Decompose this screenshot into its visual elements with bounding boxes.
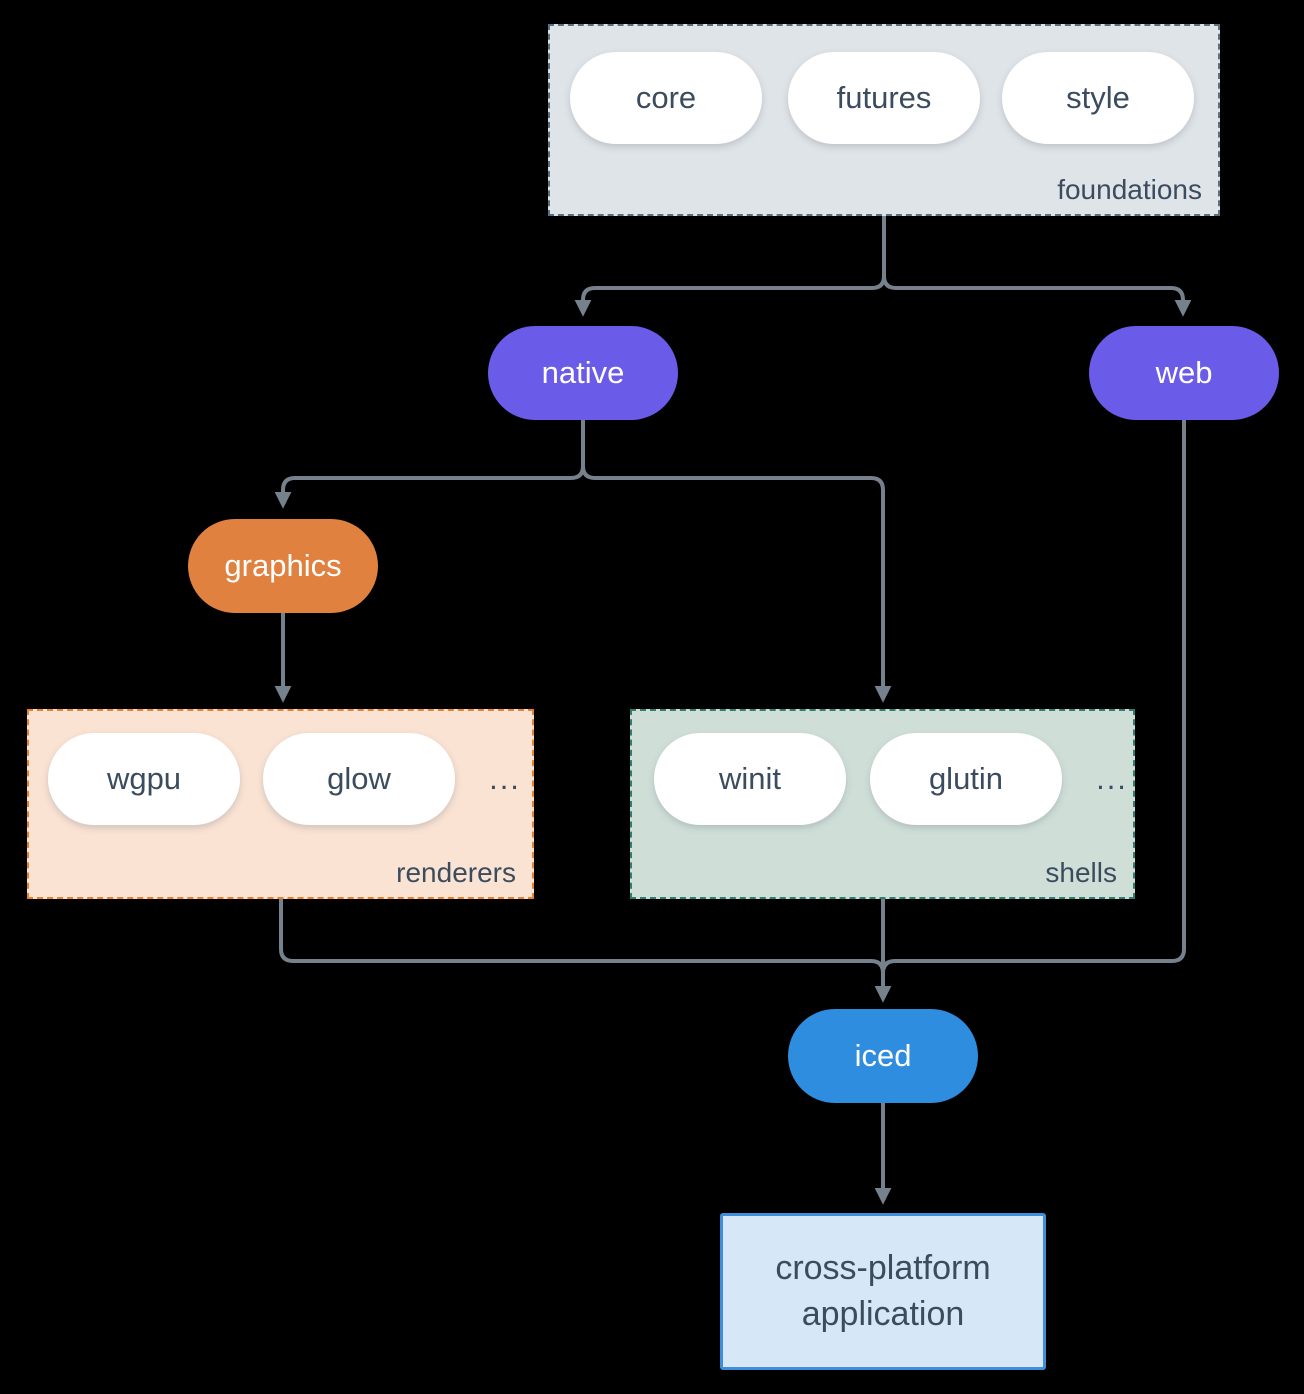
pill-glutin: glutin bbox=[870, 733, 1062, 825]
pill-glow-label: glow bbox=[327, 761, 391, 796]
pill-style: style bbox=[1002, 52, 1194, 144]
node-web: web bbox=[1089, 326, 1279, 420]
pill-glow: glow bbox=[263, 733, 455, 825]
pill-core: core bbox=[570, 52, 762, 144]
pill-glutin-label: glutin bbox=[928, 761, 1004, 796]
renderers-group-label: renderers bbox=[396, 857, 516, 888]
shells-group-label: shells bbox=[1045, 857, 1117, 888]
pill-core-label: core bbox=[635, 80, 697, 115]
shells-group-box: winit glutin ... shells bbox=[630, 709, 1135, 899]
node-iced: iced bbox=[788, 1009, 978, 1103]
node-graphics-label: graphics bbox=[224, 548, 342, 583]
shells-ellipsis: ... bbox=[1096, 761, 1128, 796]
pill-style-label: style bbox=[1066, 80, 1130, 115]
pill-futures-label: futures bbox=[836, 80, 932, 115]
pill-wgpu-label: wgpu bbox=[106, 761, 182, 796]
foundations-group-box: core futures style foundations bbox=[548, 24, 1220, 216]
node-web-label: web bbox=[1155, 355, 1213, 390]
edge-foundations-web bbox=[882, 216, 1192, 317]
edge-renderers-merge bbox=[279, 899, 885, 974]
application-box: cross-platform application bbox=[720, 1213, 1046, 1370]
application-label: cross-platform application bbox=[775, 1248, 991, 1333]
foundations-group-label: foundations bbox=[1057, 174, 1202, 205]
pill-futures: futures bbox=[788, 52, 980, 144]
renderers-ellipsis: ... bbox=[489, 761, 521, 796]
pill-winit-label: winit bbox=[718, 761, 781, 796]
node-graphics: graphics bbox=[188, 519, 378, 613]
pill-winit: winit bbox=[654, 733, 846, 825]
edge-native-shells bbox=[581, 420, 892, 703]
node-iced-label: iced bbox=[854, 1038, 912, 1073]
edge-foundations-native bbox=[574, 216, 886, 317]
edge-native-graphics bbox=[274, 420, 585, 509]
pill-wgpu: wgpu bbox=[48, 733, 240, 825]
node-native: native bbox=[488, 326, 678, 420]
renderers-group-box: wgpu glow ... renderers bbox=[27, 709, 534, 899]
node-native-label: native bbox=[541, 355, 625, 390]
